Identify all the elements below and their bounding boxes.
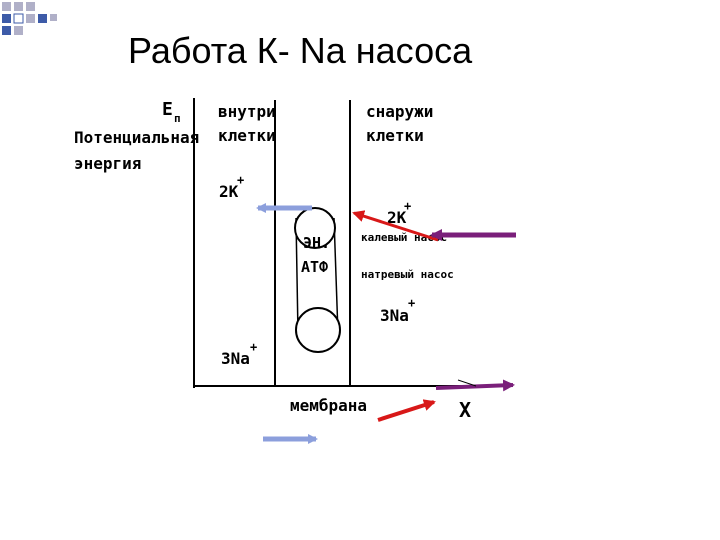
- axis-label-energy-line-1: Потенциальная: [74, 128, 199, 147]
- membrane-label: мембрана: [290, 396, 367, 415]
- axis-label-energy-line-2: энергия: [74, 154, 141, 173]
- k-inside-label: 2К: [219, 182, 239, 201]
- k-outside-label: 2К: [387, 208, 407, 227]
- inside-label-line-1: внутри: [218, 102, 276, 121]
- x-axis-label: X: [459, 398, 471, 422]
- axis-label-e-subscript: п: [174, 112, 181, 125]
- inside-label-line-2: клетки: [218, 126, 276, 145]
- k-outside-red-arrow: [352, 210, 439, 242]
- membrane-red-arrow: [377, 399, 436, 422]
- pump-mechanism: [294, 207, 341, 353]
- axis-label-e: E: [162, 99, 173, 120]
- outside-label-line-1: снаружи: [366, 102, 433, 121]
- na-inside-charge: +: [250, 340, 257, 354]
- x-axis-arrow-tick: [457, 379, 477, 387]
- k-inside-charge: +: [237, 173, 244, 187]
- na-outside-label: 3Na: [380, 306, 409, 325]
- slide-title: Работа К- Na насоса: [128, 30, 473, 71]
- atp-label-line-2: АТФ: [301, 258, 328, 276]
- x-axis-arrow: [435, 379, 515, 392]
- potassium-pump-label: калевый насос: [361, 231, 447, 244]
- atp-label-line-1: ЭН.: [303, 234, 330, 252]
- k-outside-charge: +: [404, 199, 411, 213]
- corner-decoration: [2, 2, 57, 35]
- na-inside-label: 3Na: [221, 349, 250, 368]
- outside-label-line-2: клетки: [366, 126, 424, 145]
- sodium-pump-label: натревый насос: [361, 268, 454, 281]
- na-outside-charge: +: [408, 296, 415, 310]
